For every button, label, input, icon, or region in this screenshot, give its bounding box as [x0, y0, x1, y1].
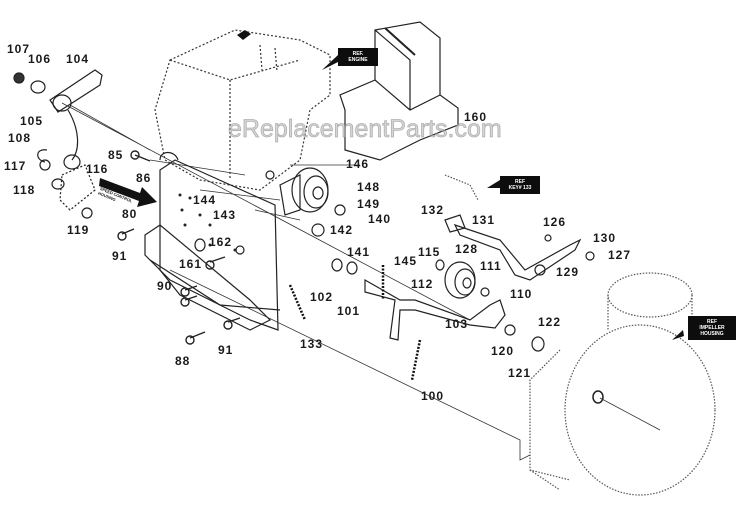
callout-pointer-impeller [672, 330, 684, 340]
part-label: 86 [136, 171, 152, 185]
brake-bracket [444, 214, 595, 281]
direction-arrow [99, 178, 157, 207]
part-label: 117 [4, 159, 27, 173]
part-label: 80 [122, 207, 138, 221]
part-label: 148 [357, 180, 381, 194]
part-label: 131 [472, 213, 496, 227]
bolts [117, 150, 241, 345]
part-label: 101 [337, 304, 361, 318]
part-label: 130 [593, 231, 617, 245]
part-label: 122 [538, 315, 562, 329]
long-rod [169, 269, 531, 461]
part-label: 132 [421, 203, 445, 217]
frame-holes [178, 193, 237, 252]
part-label: 140 [368, 212, 392, 226]
idler-arm [364, 278, 506, 341]
part-label: 126 [543, 215, 567, 229]
part-label: 127 [608, 248, 632, 262]
part-label: 116 [86, 162, 109, 176]
impeller-housing [529, 272, 716, 496]
washer-162 [235, 245, 245, 255]
part-label: 91 [112, 249, 128, 263]
axle-line [599, 397, 661, 431]
belt-cover [339, 21, 459, 161]
callout-pointer-engine [322, 55, 342, 70]
part-label: 115 [418, 245, 441, 259]
part-label: 111 [480, 259, 502, 273]
part-label: 112 [411, 277, 434, 291]
part-label: 160 [464, 110, 488, 124]
housing-bushing [592, 390, 604, 404]
part-label: 119 [67, 223, 90, 237]
part-label: 144 [193, 193, 217, 207]
part-label: 103 [445, 317, 469, 331]
ref-key133-dotted [444, 174, 479, 201]
engine-outline [154, 29, 331, 191]
part-label: 104 [66, 52, 90, 66]
engine-filler-cap [237, 30, 251, 40]
part-label: 90 [157, 279, 173, 293]
part-label: 102 [310, 290, 334, 304]
part-label: 161 [179, 257, 203, 271]
part-label: 110 [510, 287, 533, 301]
part-label: 143 [213, 208, 237, 222]
watermark: eReplacementParts.com [228, 115, 503, 144]
frame-plate [144, 151, 281, 331]
hex-nut-162 [194, 238, 206, 252]
leader-lines [61, 102, 471, 321]
part-label: 145 [394, 254, 418, 268]
part-label: 133 [300, 337, 324, 351]
part-label: 118 [13, 183, 36, 197]
callout-ref-impeller: REF IMPELLER HOUSING [688, 316, 736, 340]
control-lever-assembly [13, 69, 103, 219]
part-label: 88 [175, 354, 191, 368]
part-label: 120 [491, 344, 515, 358]
part-label: 149 [357, 197, 381, 211]
idler-pulley-112 [444, 261, 476, 299]
part-label: 100 [421, 389, 445, 403]
drive-pulley-148 [279, 167, 329, 216]
washers [265, 170, 545, 352]
part-label: 91 [218, 343, 234, 357]
part-label: 146 [346, 157, 370, 171]
part-label: 106 [28, 52, 52, 66]
part-label: 128 [455, 242, 479, 256]
part-label: 162 [209, 235, 233, 249]
part-label: 141 [347, 245, 371, 259]
part-label: 129 [556, 265, 580, 279]
springs [288, 265, 422, 381]
part-label: 142 [330, 223, 354, 237]
callout-pointer-key133 [487, 180, 500, 188]
part-label: 108 [8, 131, 32, 145]
callout-ref-engine: REF. ENGINE [338, 48, 378, 66]
part-label: 121 [508, 366, 532, 380]
part-label: 105 [20, 114, 44, 128]
part-label: 85 [108, 148, 124, 162]
callout-ref-key133: REF KEY# 133 [500, 176, 540, 194]
part-label: 107 [7, 42, 31, 56]
